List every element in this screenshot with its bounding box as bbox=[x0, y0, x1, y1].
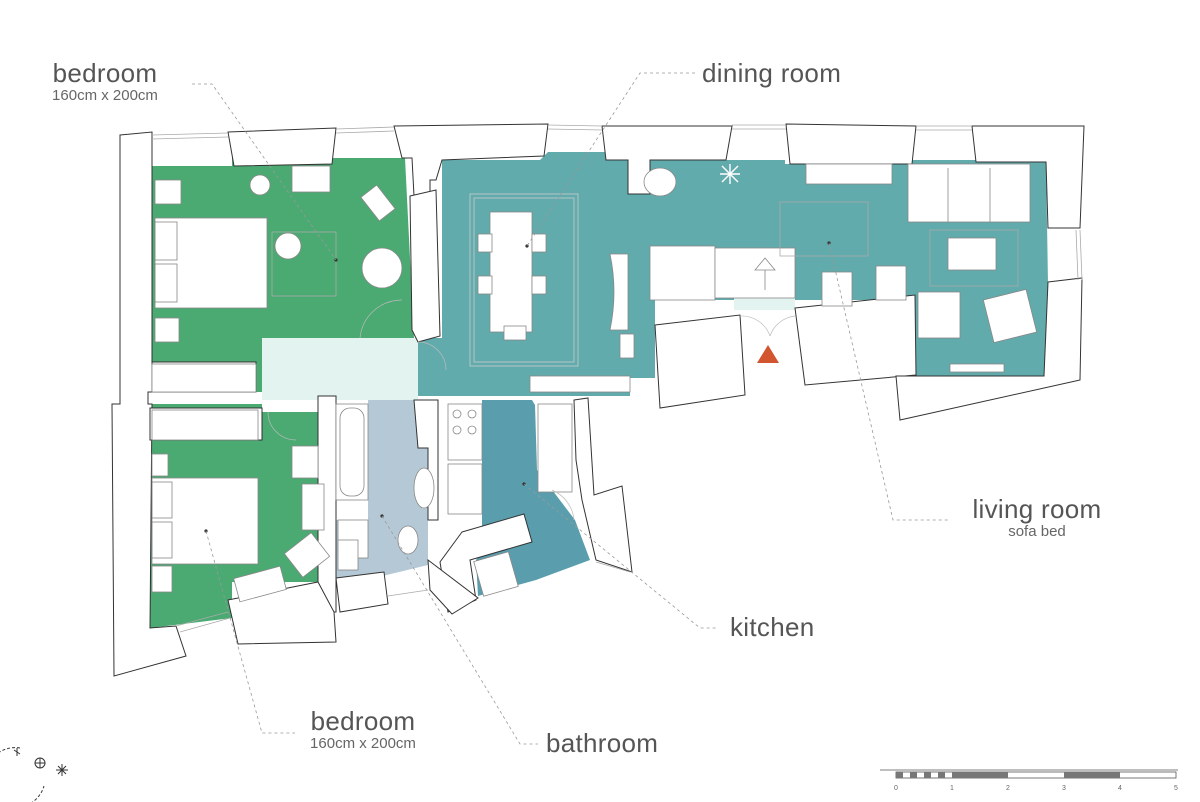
window-pillar-4 bbox=[785, 123, 917, 165]
window-pillar-3 bbox=[601, 125, 733, 195]
dining-table bbox=[489, 211, 533, 333]
label-kitchen: kitchen bbox=[730, 612, 814, 643]
label-bathroom-name: bathroom bbox=[546, 728, 659, 758]
door-swings bbox=[267, 299, 796, 521]
bedroom-top-fill bbox=[152, 158, 414, 392]
label-living-room-note: sofa bed bbox=[1008, 523, 1066, 540]
window-pillar-1 bbox=[227, 127, 337, 167]
windows bbox=[151, 124, 1083, 633]
furniture bbox=[151, 163, 1038, 603]
scale-tick-label: 0 bbox=[894, 785, 898, 792]
window-pillar-5 bbox=[971, 125, 1085, 229]
walls bbox=[111, 123, 1085, 677]
chair-top bbox=[360, 184, 396, 222]
wall-corridor-left bbox=[409, 189, 441, 343]
dresser-bottom bbox=[151, 409, 259, 441]
bed-bottom bbox=[151, 477, 259, 565]
label-bathroom: bathroom bbox=[546, 728, 658, 759]
scale-tick-label: 1 bbox=[950, 785, 954, 792]
label-dining-room: dining room bbox=[702, 58, 841, 89]
label-kitchen-name: kitchen bbox=[730, 612, 815, 642]
scale-tick-label: 4 bbox=[1118, 785, 1122, 792]
label-living-room-name: living room bbox=[972, 494, 1102, 524]
scale-bar: 0 1 2 3 4 5 bbox=[880, 769, 1178, 792]
window-pillar-2 bbox=[393, 123, 549, 197]
scale-tick-label: 2 bbox=[1006, 785, 1010, 792]
label-dining-room-name: dining room bbox=[702, 58, 842, 88]
label-bedroom-top-size: 160cm x 200cm bbox=[52, 87, 158, 104]
hall-strip-fill bbox=[734, 295, 795, 310]
wall-entrance-right bbox=[794, 294, 917, 386]
wall-kitchen-bottom bbox=[427, 558, 479, 615]
compass-icon bbox=[0, 747, 68, 802]
wall-bath-bottom bbox=[335, 571, 389, 613]
label-living-room: living room sofa bed bbox=[962, 494, 1112, 540]
corridor-fill bbox=[262, 338, 418, 400]
wall-living-lower bbox=[654, 314, 746, 409]
dresser-top bbox=[151, 363, 257, 393]
entrance-triangle-icon bbox=[757, 345, 779, 363]
label-bedroom-top: bedroom 160cm x 200cm bbox=[40, 58, 170, 104]
leader-lines bbox=[192, 72, 950, 745]
sofa bbox=[907, 163, 1031, 223]
label-bedroom-top-name: bedroom bbox=[52, 58, 158, 88]
bed-top bbox=[154, 217, 268, 309]
label-bedroom-bottom-name: bedroom bbox=[310, 706, 416, 736]
label-bedroom-bottom-size: 160cm x 200cm bbox=[310, 735, 416, 752]
bathtub bbox=[335, 403, 369, 501]
scale-tick-label: 3 bbox=[1062, 785, 1066, 792]
ceiling-light-icon bbox=[720, 164, 740, 184]
scale-tick-label: 5 bbox=[1174, 785, 1178, 792]
label-bedroom-bottom: bedroom 160cm x 200cm bbox=[296, 706, 430, 752]
